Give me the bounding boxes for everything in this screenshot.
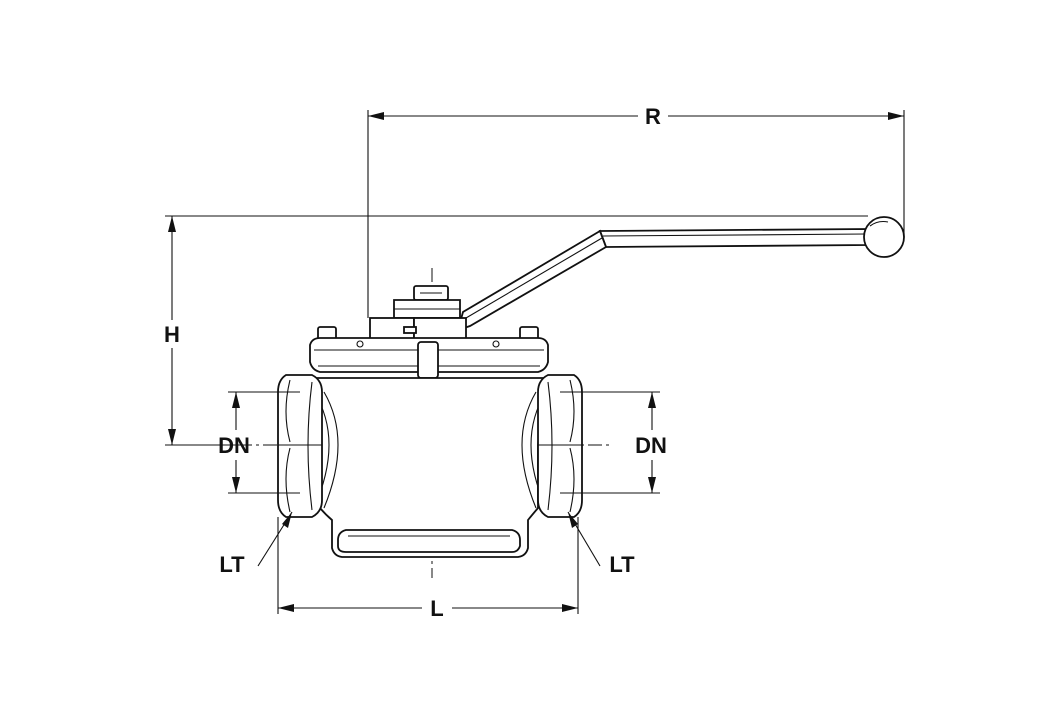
arrowhead <box>232 477 240 493</box>
valve-body <box>313 377 550 558</box>
arrowhead <box>888 112 904 120</box>
arrowhead <box>648 392 656 408</box>
stem-assembly <box>369 285 467 341</box>
arrowhead <box>568 512 578 528</box>
arrowhead <box>648 477 656 493</box>
dimension-label-lt-left: LT <box>219 552 245 577</box>
dimension-label-dn-right: DN <box>635 433 667 458</box>
right-bore-curve <box>521 391 537 509</box>
dimension-lt-right: LT <box>567 511 635 577</box>
body-lower-chamber <box>337 529 521 553</box>
dimension-l: L <box>277 517 579 621</box>
dimension-label-h: H <box>164 322 180 347</box>
lever-grip <box>598 228 869 248</box>
dimension-r: R <box>367 104 905 318</box>
left-bore-curve <box>323 391 339 509</box>
dimension-dn-right: DN <box>560 391 667 494</box>
arrowhead <box>282 512 292 528</box>
left-hex-end <box>277 374 323 518</box>
arrowhead <box>368 112 384 120</box>
arrowhead <box>562 604 578 612</box>
dimension-label-dn-left: DN <box>218 433 250 458</box>
right-end-connection <box>537 374 583 518</box>
arrowhead <box>278 604 294 612</box>
stem-boss <box>417 341 439 379</box>
lever-arm <box>456 229 608 332</box>
lever-handle <box>456 216 905 332</box>
dimension-label-r: R <box>645 104 661 129</box>
dimension-h: H <box>164 215 868 446</box>
dimension-lt-left: LT <box>219 511 293 577</box>
left-end-connection <box>277 374 323 518</box>
lever-knob <box>863 216 905 258</box>
right-hex-end <box>537 374 583 518</box>
dimension-label-l: L <box>430 596 443 621</box>
dimension-label-lt-right: LT <box>609 552 635 577</box>
arrowhead <box>168 429 176 445</box>
arrowhead <box>168 216 176 232</box>
stem-housing <box>413 317 467 341</box>
arrowhead <box>232 392 240 408</box>
bonnet <box>309 326 549 379</box>
dimension-dn-left: DN <box>218 391 300 494</box>
